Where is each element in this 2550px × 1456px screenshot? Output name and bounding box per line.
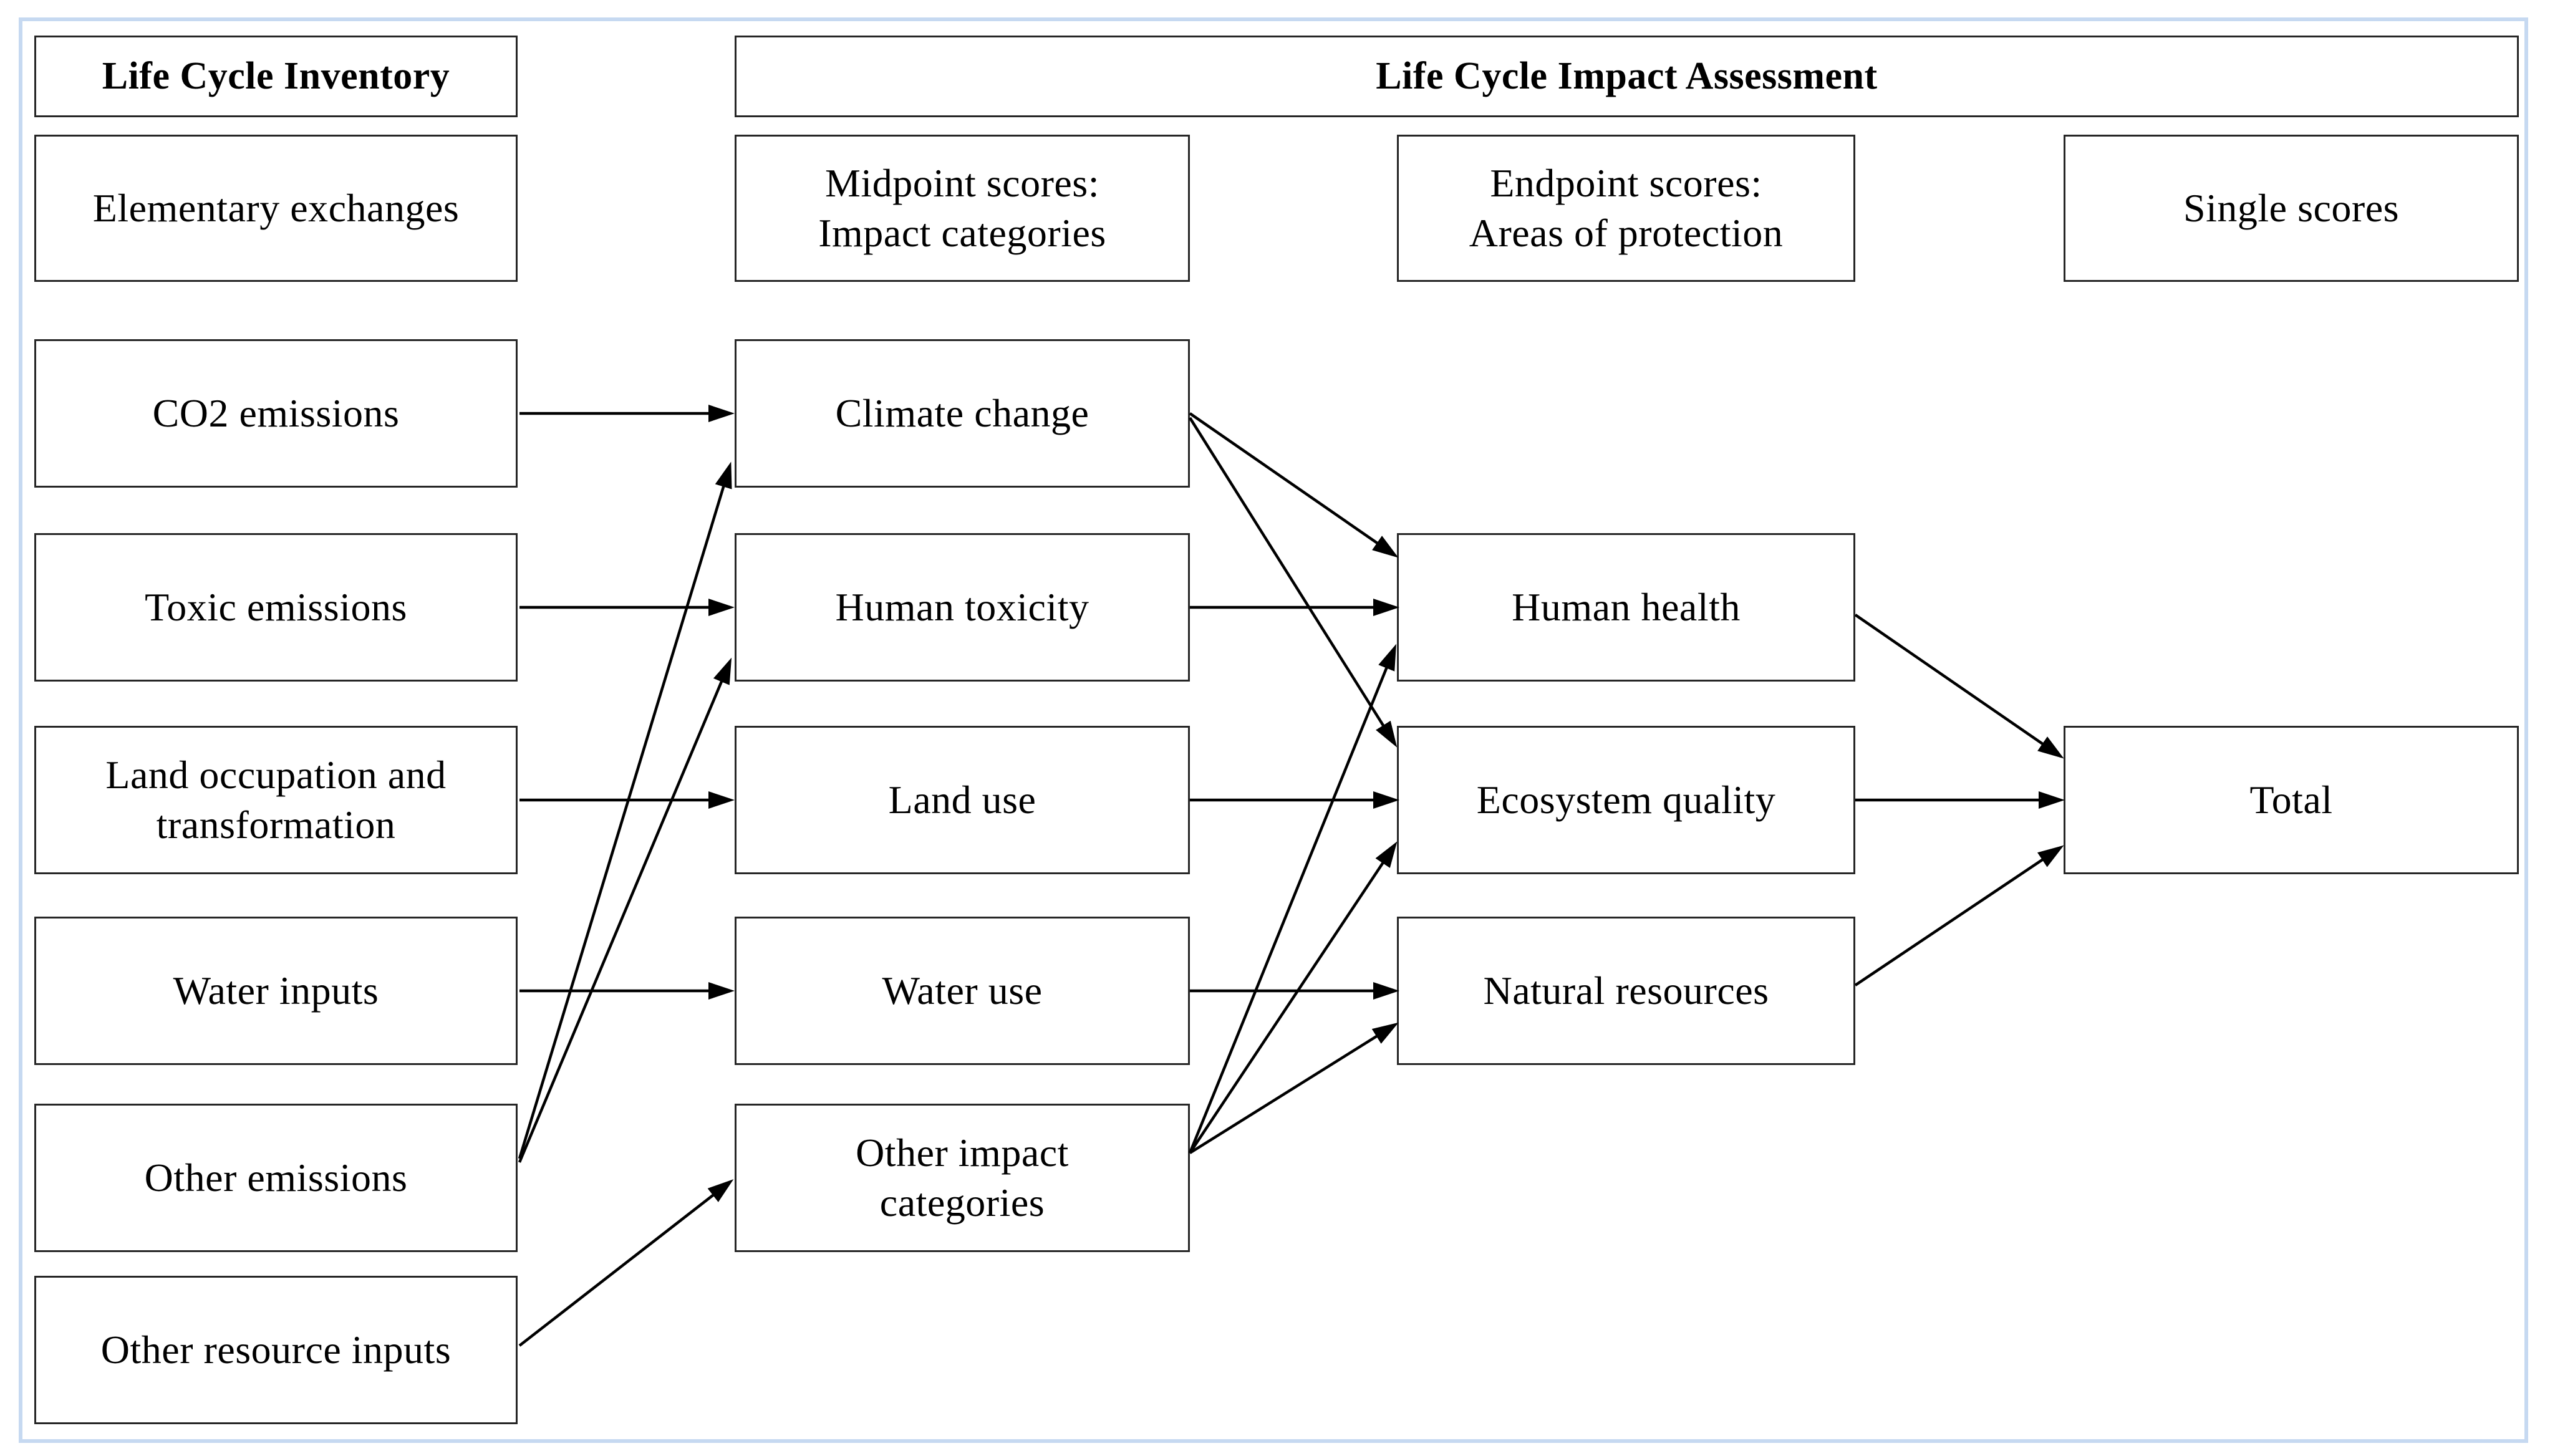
- box-other-impact-categories: Other impact categories: [735, 1104, 1190, 1252]
- box-land-occupation: Land occupation and transformation: [34, 726, 518, 874]
- box-endpoint-scores: Endpoint scores: Areas of protection: [1397, 135, 1855, 282]
- box-midpoint-scores: Midpoint scores: Impact categories: [735, 135, 1190, 282]
- box-other-resource-inputs: Other resource inputs: [34, 1276, 518, 1424]
- box-human-health: Human health: [1397, 533, 1855, 682]
- box-water-inputs: Water inputs: [34, 917, 518, 1065]
- box-co2-emissions: CO2 emissions: [34, 339, 518, 488]
- box-total: Total: [2064, 726, 2519, 874]
- box-ecosystem-quality: Ecosystem quality: [1397, 726, 1855, 874]
- box-water-use: Water use: [735, 917, 1190, 1065]
- box-single-scores: Single scores: [2064, 135, 2519, 282]
- box-human-toxicity: Human toxicity: [735, 533, 1190, 682]
- box-lci-header: Life Cycle Inventory: [34, 36, 518, 117]
- box-climate-change: Climate change: [735, 339, 1190, 488]
- box-elementary-exchanges: Elementary exchanges: [34, 135, 518, 282]
- box-lcia-header: Life Cycle Impact Assessment: [735, 36, 2519, 117]
- box-land-use: Land use: [735, 726, 1190, 874]
- box-natural-resources: Natural resources: [1397, 917, 1855, 1065]
- box-other-emissions: Other emissions: [34, 1104, 518, 1252]
- box-toxic-emissions: Toxic emissions: [34, 533, 518, 682]
